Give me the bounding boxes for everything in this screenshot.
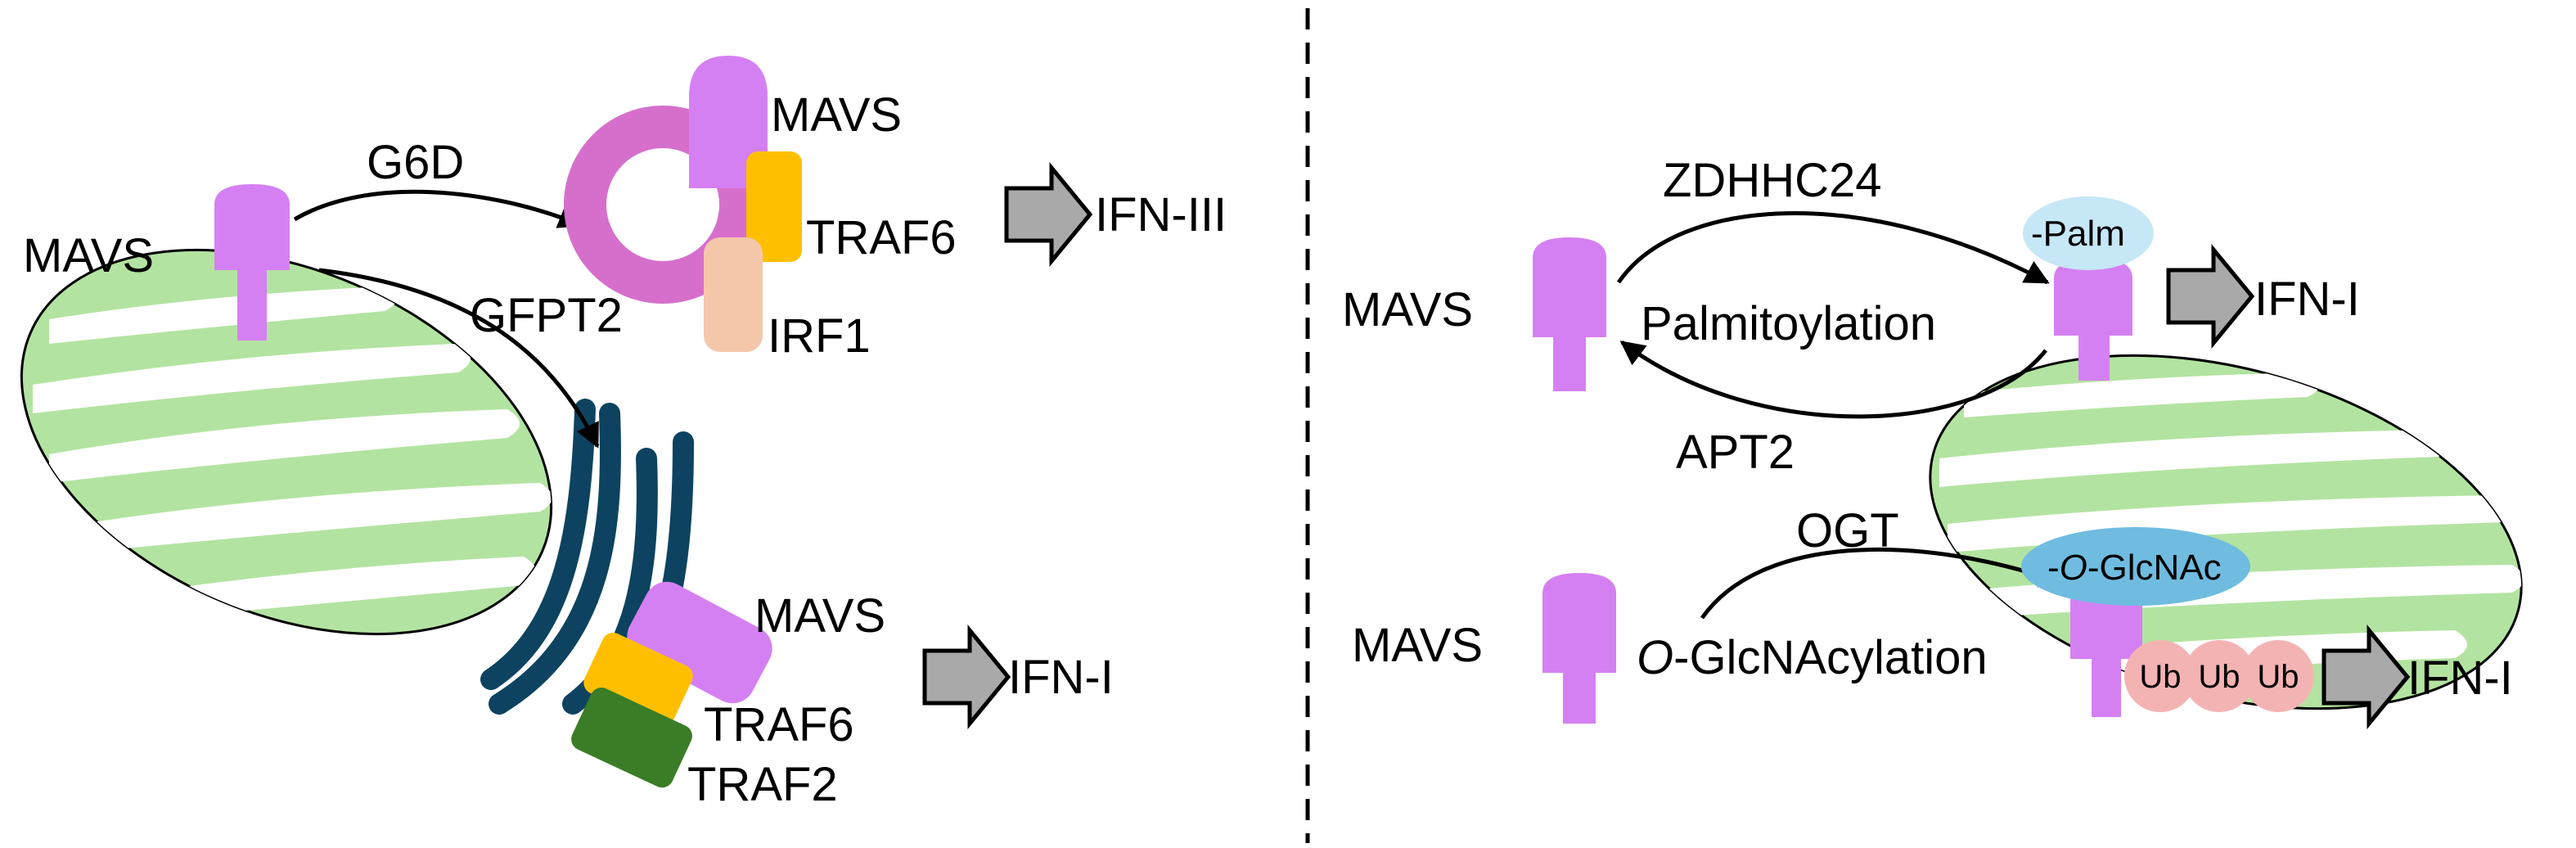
ifn-i-label-left: IFN-I <box>1008 651 1114 704</box>
mavs-label-left: MAVS <box>23 229 154 282</box>
arrow-g6d <box>293 189 583 228</box>
output-arrow-ifn-i-right-top <box>2166 244 2255 349</box>
gfpt2-label: GFPT2 <box>470 289 623 342</box>
traf6-label-top-complex: TRAF6 <box>806 211 957 264</box>
arrow-ogt <box>1700 547 2065 620</box>
palm-label: -Palm <box>2031 214 2125 254</box>
ubiquitin-chain: Ub Ub Ub <box>2124 640 2314 712</box>
glcnac-modification <box>2021 527 2250 606</box>
g6d-label: G6D <box>367 136 464 189</box>
arrow-zdhhc24 <box>1616 211 2050 285</box>
ub-label-3: Ub <box>2257 659 2299 695</box>
ogt-label: OGT <box>1796 504 1899 557</box>
mavs-label-right-top: MAVS <box>1342 283 1473 336</box>
mavs-protein-right-bottom <box>1542 573 1616 724</box>
output-arrow-ifn-i-right-bottom <box>2322 625 2411 729</box>
gfpt2-complex <box>571 581 772 788</box>
output-arrow-ifn-i-left <box>922 625 1011 729</box>
traf2-label: TRAF2 <box>687 758 838 811</box>
ifn-i-label-right-top: IFN-I <box>2254 273 2360 326</box>
zdhhc24-label: ZDHHC24 <box>1663 154 1882 207</box>
mavs-protein-right-top <box>1533 237 1606 391</box>
mavs-protein-left-main <box>214 184 290 341</box>
palm-modification <box>2023 196 2154 270</box>
traf6-label-bottom-complex: TRAF6 <box>704 698 854 751</box>
mitochondrion-left <box>20 248 553 636</box>
ub-label-1: Ub <box>2139 659 2181 695</box>
ifn-i-label-right-bottom: IFN-I <box>2407 652 2513 705</box>
ub-label-2: Ub <box>2198 659 2240 695</box>
ifn-iii-label: IFN-III <box>1095 188 1227 241</box>
arrow-gfpt2 <box>318 268 600 449</box>
apt2-label: APT2 <box>1676 426 1795 479</box>
glcnac-label: -O-GlcNAc <box>2047 548 2222 588</box>
irf1-label: IRF1 <box>768 309 871 363</box>
mavs-label-top-complex: MAVS <box>771 88 902 142</box>
g6d-complex <box>564 56 802 352</box>
mavs-label-right-bottom: MAVS <box>1352 619 1483 672</box>
mavs-protein-palmitoylated <box>2054 258 2132 381</box>
palmitoylation-label: Palmitoylation <box>1641 297 1936 350</box>
arrow-apt2 <box>1619 341 2047 419</box>
output-arrow-ifn-iii <box>1004 162 1093 267</box>
mavs-label-bottom-complex: MAVS <box>754 589 885 643</box>
o-glcnacylation-label: O-GlcNAcylation <box>1637 631 1988 684</box>
